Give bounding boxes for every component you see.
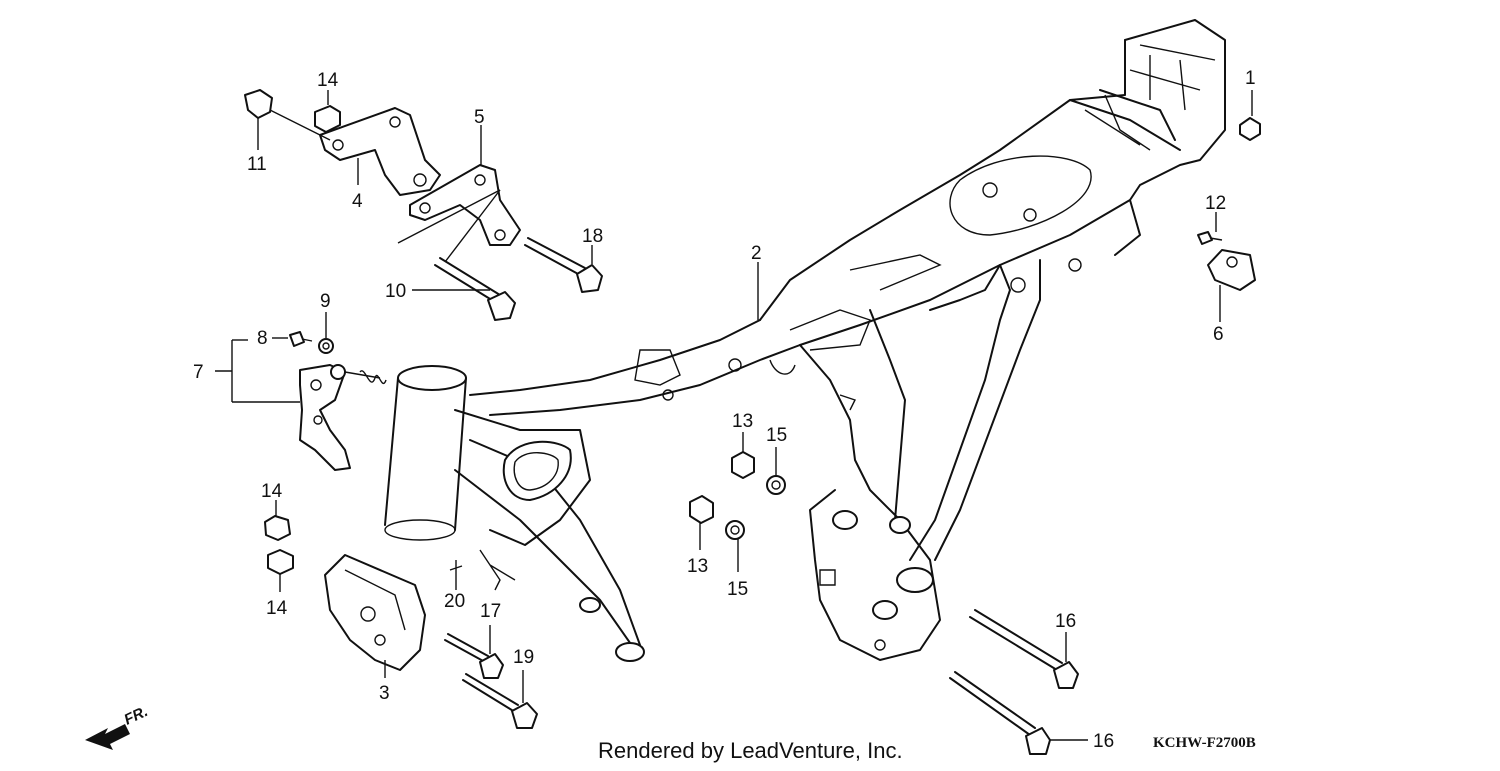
callout-17: 17 — [480, 601, 501, 622]
callout-14-left-upper: 14 — [261, 481, 283, 502]
footer-credit: Rendered by LeadVenture, Inc. — [598, 738, 903, 763]
diagram-code: KCHW-F2700B — [1153, 735, 1256, 751]
part-12-screw — [1197, 212, 1223, 245]
callout-16-lower: 16 — [1093, 731, 1114, 752]
part-15-washer-lower — [725, 520, 745, 572]
part-7-assembly — [215, 339, 387, 471]
part-19-bolt — [462, 670, 538, 729]
part-14-nut-left-upper — [264, 500, 291, 541]
part-16-bolt-upper — [969, 609, 1079, 689]
callout-19: 19 — [513, 647, 534, 668]
callout-12: 12 — [1205, 193, 1226, 214]
callout-9: 9 — [320, 291, 331, 312]
front-indicator-label: FR. — [122, 703, 151, 729]
part-14-nut-top — [314, 90, 341, 133]
part-4-bracket — [319, 107, 441, 196]
callout-7: 7 — [193, 362, 204, 383]
callout-15-lower: 15 — [727, 579, 748, 600]
part-11-cap-nut — [244, 89, 331, 150]
callout-20: 20 — [444, 591, 465, 612]
callout-2: 2 — [751, 243, 762, 264]
callout-3: 3 — [379, 683, 390, 704]
part-8-bolt — [272, 331, 313, 347]
part-10-bolt — [412, 257, 516, 321]
part-20-clip — [449, 549, 516, 591]
part-6-clip — [1207, 249, 1256, 322]
callout-13-lower: 13 — [687, 556, 708, 577]
part-13-nut-upper — [731, 432, 755, 479]
part-14-nut-left-lower — [267, 549, 294, 592]
part-1-nut — [1239, 90, 1261, 141]
part-3-bracket — [324, 554, 426, 678]
callout-6: 6 — [1213, 324, 1224, 345]
callout-14-top: 14 — [317, 70, 339, 91]
part-17-bolt — [444, 625, 504, 679]
part-13-nut-lower — [689, 495, 714, 550]
callout-18: 18 — [582, 226, 603, 247]
main-frame — [384, 19, 1226, 662]
callout-4: 4 — [352, 191, 363, 212]
part-5-bracket — [397, 125, 521, 263]
callout-10: 10 — [385, 281, 406, 302]
callout-15-upper: 15 — [766, 425, 787, 446]
callout-14-left-lower: 14 — [266, 598, 288, 619]
callout-5: 5 — [474, 107, 485, 128]
part-16-bolt-lower — [949, 671, 1088, 755]
part-15-washer-upper — [766, 447, 786, 495]
callout-16-upper: 16 — [1055, 611, 1076, 632]
callout-8: 8 — [257, 328, 268, 349]
callout-1: 1 — [1245, 68, 1256, 89]
callout-11: 11 — [247, 154, 267, 175]
part-9-washer — [318, 312, 334, 354]
front-arrow-icon: FR. — [85, 703, 151, 750]
callout-13-upper: 13 — [732, 411, 753, 432]
callout-labels: 1 2 3 4 5 6 7 8 9 10 11 12 13 13 14 14 1… — [193, 68, 1256, 752]
part-18-bolt — [524, 237, 603, 293]
